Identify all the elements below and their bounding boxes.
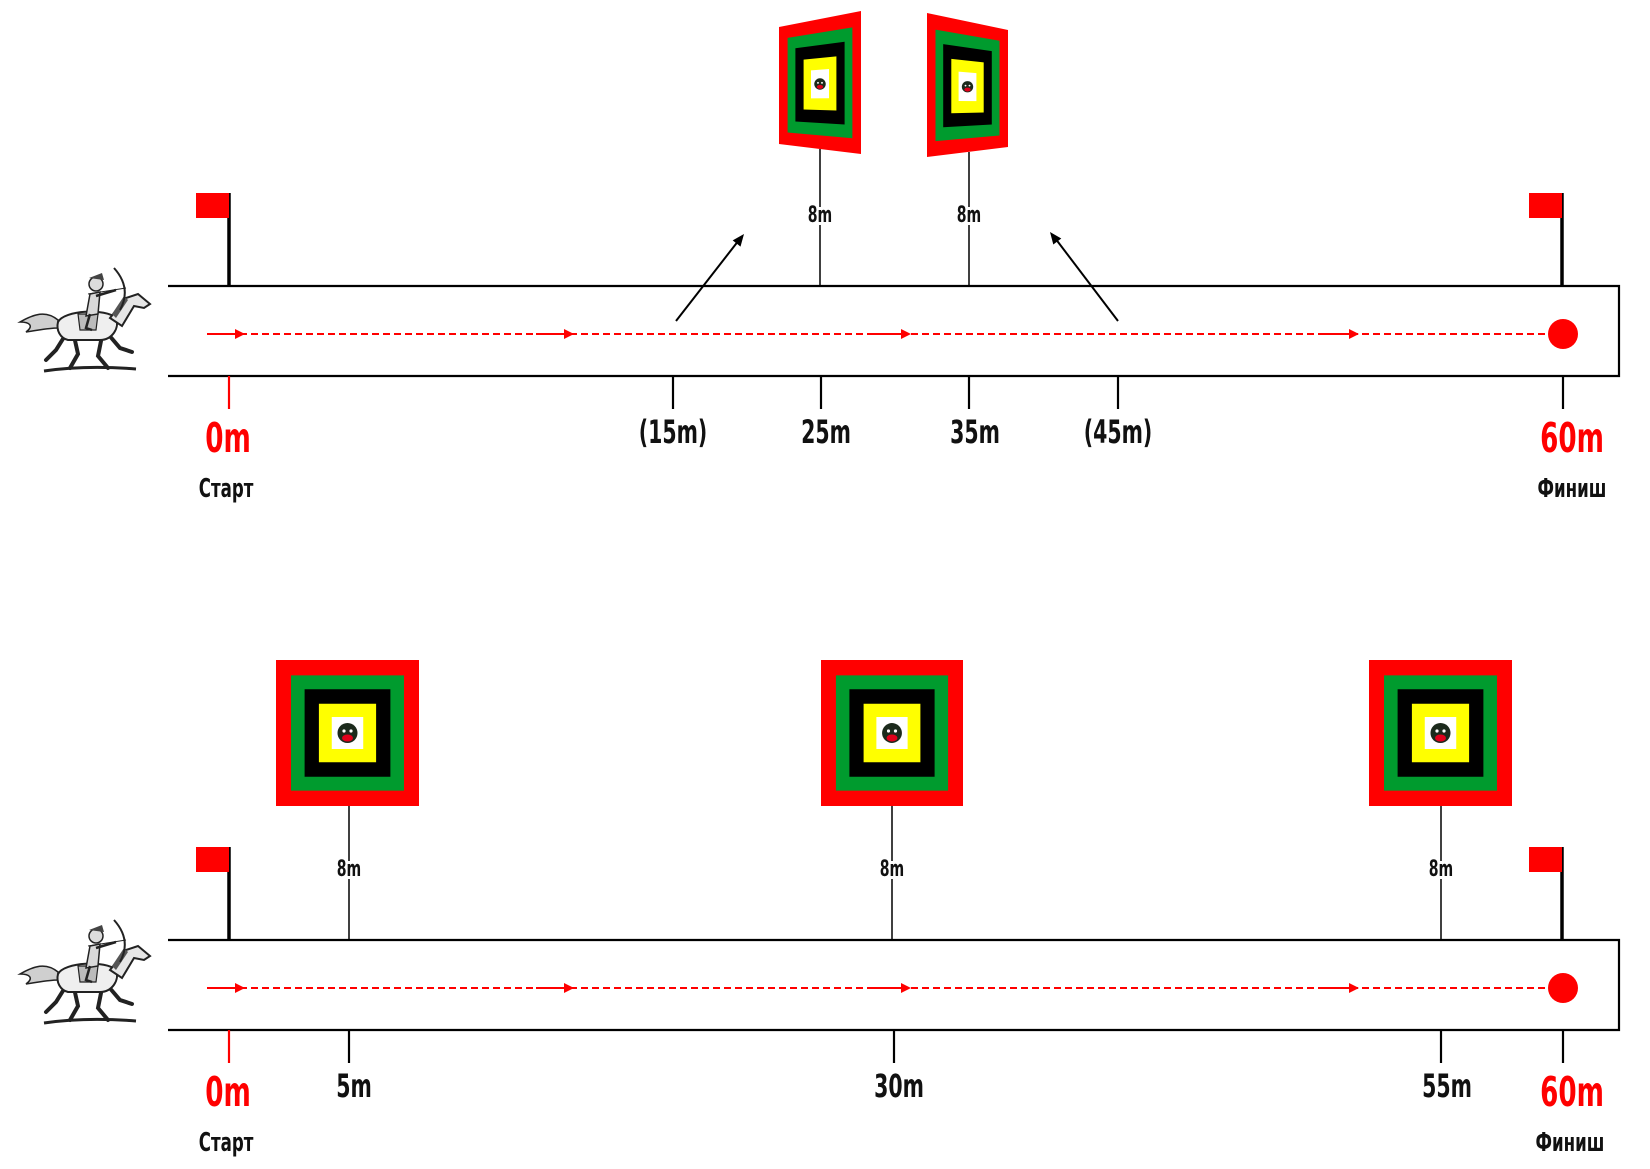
finish-flag-icon	[1529, 193, 1564, 286]
arrow-right-icon	[536, 329, 574, 339]
track	[168, 284, 1621, 378]
target-icon	[1369, 660, 1512, 806]
arrow-right-icon	[536, 983, 574, 993]
arrow-right-icon	[873, 329, 911, 339]
start-label: Старт	[199, 474, 254, 504]
target-offset-label: 8m	[1429, 857, 1453, 882]
marker-label: 35m	[950, 414, 1000, 451]
start-distance: 0m	[205, 1069, 251, 1117]
face-icon	[814, 78, 826, 90]
target-offset-label: 8m	[957, 203, 981, 228]
marker-label: 25m	[801, 414, 851, 451]
course-bottom: 8m 8m 8m 0m Старт 5m 30m 55m 60m Финиш	[18, 660, 1621, 1158]
arrow-right-icon	[873, 983, 911, 993]
target-icon	[779, 11, 861, 154]
finish-distance: 60m	[1540, 415, 1604, 463]
route-line	[207, 973, 1578, 1003]
face-icon	[337, 722, 358, 744]
arrow-right-icon	[1321, 983, 1359, 993]
target-icon	[276, 660, 419, 806]
finish-distance: 60m	[1540, 1069, 1604, 1117]
marker-label: (15m)	[639, 414, 708, 451]
horse-archer-icon	[18, 266, 152, 373]
face-icon	[961, 81, 974, 93]
route-line	[207, 319, 1578, 349]
shot-arrow-icon	[1050, 232, 1119, 322]
start-flag-icon	[196, 193, 231, 286]
marker-label: (45m)	[1084, 414, 1153, 451]
face-icon	[882, 723, 902, 743]
track	[168, 938, 1621, 1032]
arrow-right-icon	[207, 329, 245, 339]
finish-flag-icon	[1529, 847, 1564, 940]
start-flag-icon	[196, 847, 231, 940]
target-offset-label: 8m	[880, 857, 904, 882]
shot-arrow-icon	[675, 234, 744, 322]
target-icon	[927, 13, 1008, 157]
finish-label: Финиш	[1538, 474, 1607, 504]
start-label: Старт	[199, 1128, 254, 1158]
horse-archer-icon	[18, 918, 152, 1025]
target-offset-label: 8m	[808, 203, 832, 228]
target-icon	[821, 660, 963, 806]
marker-label: 30m	[874, 1068, 924, 1105]
start-distance: 0m	[205, 415, 251, 463]
arrow-right-icon	[207, 983, 245, 993]
face-icon	[1430, 722, 1451, 744]
arrow-right-icon	[1321, 329, 1359, 339]
course-top: 8m 8m 0m Старт (15m) 25m 35m (45m)	[18, 11, 1621, 504]
marker-label: 5m	[336, 1068, 372, 1105]
target-offset-label: 8m	[337, 857, 361, 882]
marker-label: 55m	[1422, 1068, 1472, 1105]
finish-label: Финиш	[1536, 1128, 1605, 1158]
finish-dot-icon	[1548, 319, 1578, 349]
finish-dot-icon	[1548, 973, 1578, 1003]
